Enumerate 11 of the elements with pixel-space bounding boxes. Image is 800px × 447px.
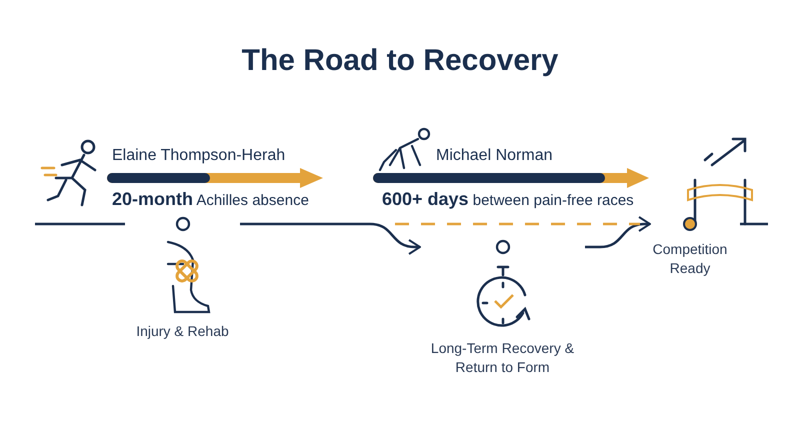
athlete-name: Elaine Thompson-Herah xyxy=(112,147,286,165)
timeline-arrow xyxy=(585,216,651,248)
timeline-arrow xyxy=(240,222,421,255)
athlete-name: Michael Norman xyxy=(436,147,552,165)
milestone-label: Injury & Rehab xyxy=(136,322,229,341)
stat-text: 20-month Achilles absence xyxy=(112,189,309,210)
milestone-label: Competition Ready xyxy=(652,240,728,278)
timeline-line xyxy=(35,222,125,226)
stat-text: 600+ days between pain-free races xyxy=(382,189,634,210)
milestone-label: Long-Term Recovery & Return to Form xyxy=(430,339,576,377)
title: The Road to Recovery xyxy=(240,44,560,78)
